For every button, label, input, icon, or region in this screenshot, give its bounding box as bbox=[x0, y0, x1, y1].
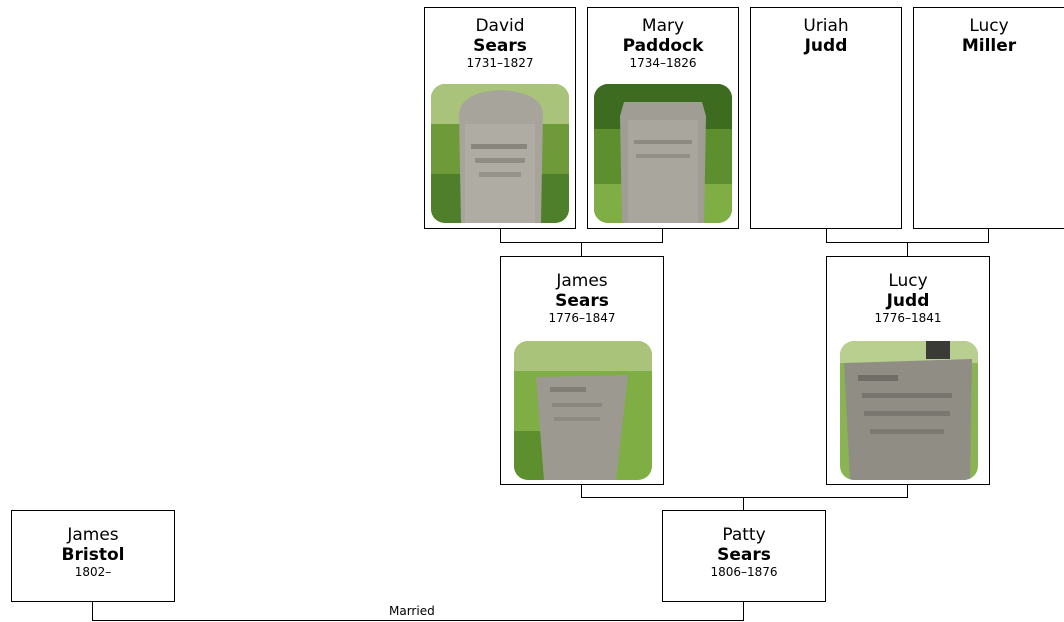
person-surname: Sears bbox=[663, 545, 825, 565]
person-dates: 1806–1876 bbox=[663, 565, 825, 580]
headstone-photo[interactable] bbox=[594, 84, 732, 223]
person-given-name: James bbox=[12, 525, 174, 545]
connector-line bbox=[581, 497, 908, 498]
person-surname: Bristol bbox=[12, 545, 174, 565]
person-dates: 1776–1847 bbox=[501, 311, 663, 326]
connector-line bbox=[743, 497, 744, 510]
person-card-uriah-judd[interactable]: Uriah Judd bbox=[750, 7, 902, 229]
person-card-david-sears[interactable]: David Sears 1731–1827 bbox=[424, 7, 576, 229]
person-dates: 1734–1826 bbox=[588, 56, 738, 71]
person-given-name: Uriah bbox=[751, 16, 901, 36]
connector-line bbox=[662, 229, 663, 242]
person-card-lucy-judd[interactable]: Lucy Judd 1776–1841 bbox=[826, 256, 990, 485]
person-surname: Sears bbox=[501, 291, 663, 311]
person-card-james-sears[interactable]: James Sears 1776–1847 bbox=[500, 256, 664, 485]
connector-line bbox=[500, 229, 501, 242]
person-card-patty-sears[interactable]: Patty Sears 1806–1876 bbox=[662, 510, 826, 602]
married-label: Married bbox=[389, 604, 435, 618]
connector-line bbox=[988, 229, 989, 242]
marriage-line bbox=[743, 602, 744, 621]
headstone-photo[interactable] bbox=[514, 341, 652, 480]
connector-line bbox=[907, 485, 908, 497]
person-card-mary-paddock[interactable]: Mary Paddock 1734–1826 bbox=[587, 7, 739, 229]
connector-line bbox=[581, 242, 582, 256]
connector-line bbox=[907, 242, 908, 256]
person-surname: Sears bbox=[425, 36, 575, 56]
person-given-name: Patty bbox=[663, 525, 825, 545]
person-dates: 1731–1827 bbox=[425, 56, 575, 71]
headstone-photo[interactable] bbox=[431, 84, 569, 223]
connector-line bbox=[581, 485, 582, 497]
person-card-lucy-miller[interactable]: Lucy Miller bbox=[913, 7, 1064, 229]
marriage-line bbox=[92, 620, 744, 621]
person-surname: Judd bbox=[827, 291, 989, 311]
person-given-name: Lucy bbox=[914, 16, 1064, 36]
person-given-name: Lucy bbox=[827, 271, 989, 291]
person-surname: Miller bbox=[914, 36, 1064, 56]
person-dates: 1776–1841 bbox=[827, 311, 989, 326]
person-card-james-bristol[interactable]: James Bristol 1802– bbox=[11, 510, 175, 602]
person-given-name: Mary bbox=[588, 16, 738, 36]
person-dates: 1802– bbox=[12, 565, 174, 580]
person-surname: Paddock bbox=[588, 36, 738, 56]
person-given-name: David bbox=[425, 16, 575, 36]
marriage-line bbox=[92, 602, 93, 621]
person-surname: Judd bbox=[751, 36, 901, 56]
connector-line bbox=[826, 229, 827, 242]
headstone-photo[interactable] bbox=[840, 341, 978, 480]
person-given-name: James bbox=[501, 271, 663, 291]
